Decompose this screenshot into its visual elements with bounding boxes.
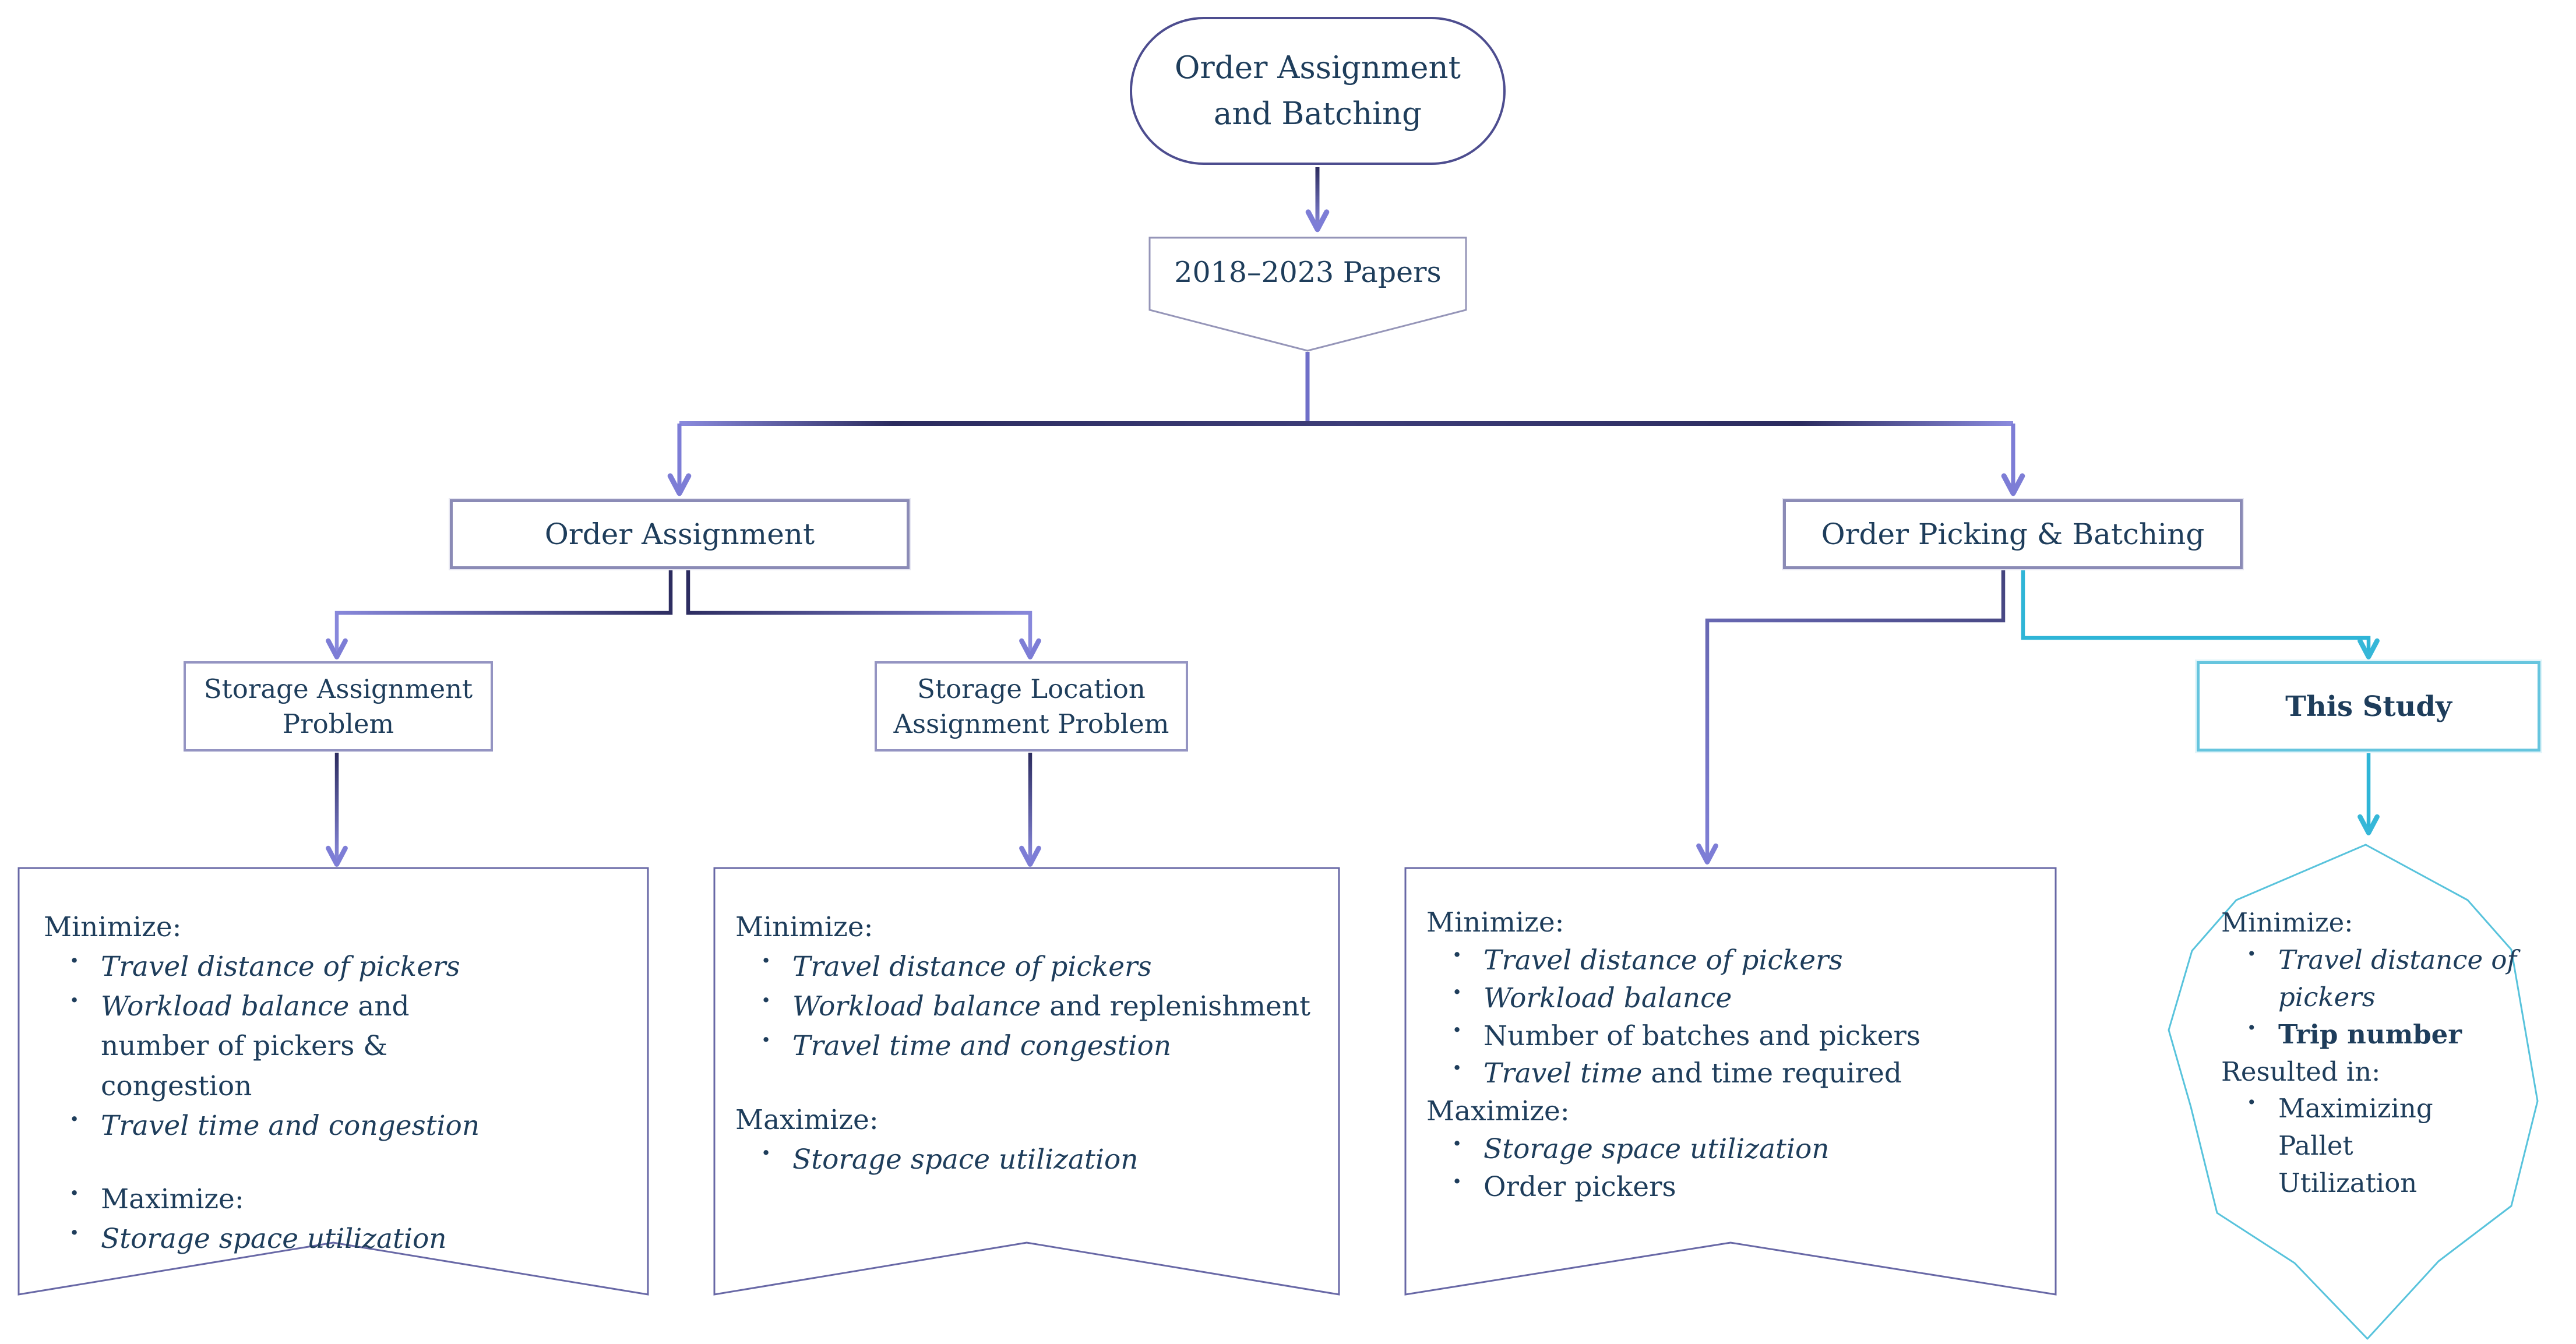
node-order-assignment-and-batching: Order Assignment and Batching [1130,17,1506,165]
connector-oa-to-storage-assignment [326,570,673,659]
objectives-this-study: Minimize: Travel distance of pickers Tri… [2221,904,2517,1202]
objective-item: Travel distance of pickers [2241,941,2521,1016]
node-papers-label: 2018–2023 Papers [1150,237,1466,308]
minimize-heading: Minimize: [735,911,873,943]
node-this-study: This Study [2197,661,2540,752]
maximize-heading: Maximize: [735,1103,879,1136]
objective-item: Travel time and time required [1446,1055,2044,1093]
objective-item: Travel distance of pickers [64,947,521,987]
connector-oa-to-storage-location [686,570,1041,659]
node-label: and Batching [1213,96,1422,132]
node-storage-assignment-problem: Storage Assignment Problem [184,661,493,752]
objective-item: Maximizing Pallet Utilization [2241,1090,2451,1202]
objective-item: Order pickers [1446,1169,2044,1207]
maximize-heading: Maximize: [64,1180,521,1219]
maximize-list: Storage space utilization [735,1140,1324,1180]
objective-item: Number of batches and pickers [1446,1018,2044,1056]
maximize-heading: Maximize: [1426,1095,1570,1128]
objective-item: Workload balance [1446,980,2044,1018]
objective-item: Travel time and congestion [755,1026,1324,1066]
connector-opb-to-this-study [2021,570,2380,659]
objectives-storage-location: Minimize: Travel distance of pickers Wor… [735,908,1324,1180]
node-order-assignment: Order Assignment [450,499,910,569]
objective-item: Travel distance of pickers [1446,942,2044,980]
objective-item: Travel distance of pickers [755,947,1324,987]
minimize-heading: Minimize: [44,911,182,943]
result-heading: Resulted in: [2221,1056,2381,1087]
maximize-list: Maximize: Storage space utilization [44,1180,521,1259]
objective-item: Trip number [2241,1016,2521,1053]
node-order-picking-batching: Order Picking & Batching [1783,499,2243,569]
minimize-list: Travel distance of pickers Workload bala… [735,947,1324,1066]
node-label: This Study [2285,690,2452,723]
minimize-heading: Minimize: [1426,906,1564,939]
node-label: Storage Location [917,673,1146,705]
minimize-heading: Minimize: [2221,907,2353,938]
maximize-list: Storage space utilization Order pickers [1426,1131,2044,1207]
objective-item: Storage space utilization [1446,1131,2044,1169]
papers-pentagon-shape [1148,237,1467,352]
node-label: Order Picking & Batching [1821,517,2205,551]
objective-item: Workload balance and replenishment [755,987,1324,1026]
node-label: Order Assignment [544,517,815,551]
objective-item: Workload balance and number of pickers &… [64,987,521,1106]
node-label: Storage Assignment [203,673,473,705]
minimize-list: Travel distance of pickers Trip number [2221,941,2521,1053]
objective-item: Travel time and congestion [64,1106,521,1146]
node-label: Assignment Problem [893,708,1169,739]
minimize-list: Travel distance of pickers Workload bala… [1426,942,2044,1093]
objectives-storage-assignment: Minimize: Travel distance of pickers Wor… [44,908,521,1259]
connector-opb-to-banner [1696,570,2006,865]
minimize-list: Travel distance of pickers Workload bala… [44,947,521,1146]
objective-item: Storage space utilization [755,1140,1324,1180]
result-list: Maximizing Pallet Utilization [2221,1090,2451,1202]
node-storage-location-assignment-problem: Storage Location Assignment Problem [875,661,1188,752]
node-label: Problem [282,708,394,739]
node-label: 2018–2023 Papers [1174,255,1442,289]
node-label: Order Assignment [1174,50,1461,86]
objective-item: Storage space utilization [64,1219,521,1259]
objectives-order-picking: Minimize: Travel distance of pickers Wor… [1426,904,2044,1207]
